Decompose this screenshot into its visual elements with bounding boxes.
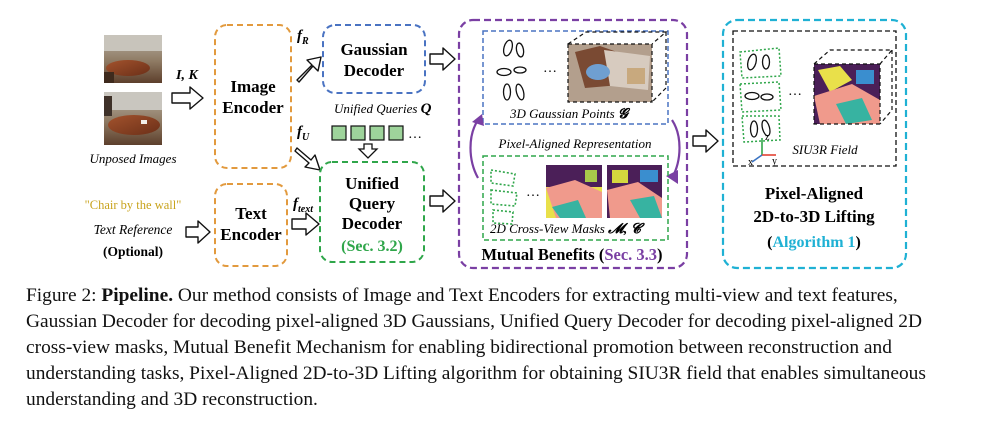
masks-ellipsis: … — [526, 185, 540, 200]
feature-fU-label: fU — [297, 124, 310, 143]
unified-decoder-line1: Unified — [345, 174, 399, 193]
image-encoder-box — [214, 24, 292, 169]
masks-panel — [482, 155, 669, 241]
arrow-head-down-icon — [666, 170, 678, 184]
arrow-text-to-encoder-icon — [185, 220, 211, 244]
mask-image-1 — [546, 165, 602, 218]
arrow-fR-to-gaussian-icon — [296, 56, 322, 83]
caption-text: Our method consists of Image and Text En… — [26, 285, 926, 410]
unified-query-decoder-box — [319, 161, 425, 263]
text-quote: "Chair by the wall" — [85, 198, 182, 212]
siu3r-field-label: SIU3R Field — [792, 142, 858, 157]
mutual-benefits-title: Mutual Benefits (Sec. 3.3) — [481, 245, 662, 264]
unposed-image-top — [104, 35, 162, 83]
image-encoder-line2: Encoder — [222, 98, 284, 117]
unified-decoder-line2: Query — [349, 194, 396, 213]
arrow-head-up-icon — [472, 114, 484, 126]
arrow-queries-down-icon — [357, 143, 379, 159]
gaussian-points-label: 3D Gaussian Points 𝓖 — [509, 106, 631, 122]
feature-fR-label: fR — [297, 28, 309, 47]
arrow-ftext-to-unified-icon — [291, 212, 320, 236]
gaussian-decoder-box — [322, 24, 426, 94]
axis-z-label: z — [765, 132, 770, 143]
pixel-aligned-representation-label: Pixel-Aligned Representation — [498, 136, 652, 151]
arrow-mutual-to-lifting-icon — [692, 129, 719, 153]
gaussian-decoder-line1: Gaussian — [340, 40, 408, 59]
lifting-title-line2: 2D-to-3D Lifting — [753, 207, 875, 226]
caption-bold: Pipeline. — [101, 285, 174, 306]
optional-label: (Optional) — [103, 244, 163, 259]
algorithm-ref: (Algorithm 1) — [767, 234, 861, 251]
mask-image-2 — [607, 165, 662, 218]
arrow-images-to-encoder-icon — [171, 86, 204, 110]
siu3r-field-cube — [813, 49, 894, 125]
image-encoder-line1: Image — [230, 77, 276, 96]
caption-prefix: Figure 2: — [26, 285, 102, 306]
masks-label: 2D Cross-View Masks 𝓜, 𝓒 — [490, 221, 646, 237]
unposed-image-bottom — [104, 92, 162, 145]
xyz-axes-icon — [751, 138, 776, 163]
arrow-unified-to-mutual-icon — [429, 189, 456, 213]
text-encoder-line2: Encoder — [220, 225, 282, 244]
unified-queries-ellipsis: … — [408, 127, 422, 142]
gaussian-ellipses-icon — [496, 39, 527, 101]
figure-caption: Figure 2: Pipeline. Our method consists … — [26, 283, 971, 413]
arrow-gaussian-to-mutual-icon — [429, 47, 456, 71]
axis-y-label: y — [772, 156, 777, 167]
lifting-ellipsis: … — [788, 84, 802, 99]
gaussian-points-panel — [482, 30, 669, 125]
axis-x-label: x — [748, 157, 753, 168]
text-encoder-line1: Text — [235, 204, 267, 223]
arrow-fU-to-unified-icon — [294, 147, 321, 171]
feature-ftext-label: ftext — [293, 196, 314, 215]
unified-decoder-line3: Decoder — [342, 214, 403, 233]
unified-queries-label: Unified Queries Q — [334, 101, 432, 117]
ik-label: I, K — [175, 68, 199, 83]
text-reference-label: Text Reference — [94, 222, 173, 237]
lifting-title-line1: Pixel-Aligned — [765, 184, 864, 203]
unified-queries-squares — [331, 125, 404, 141]
pipeline-diagram: Unposed Images I, K "Chair by the wall" … — [85, 18, 908, 270]
unposed-images-label: Unposed Images — [89, 151, 176, 166]
mutual-benefits-box — [457, 18, 689, 270]
gaussian-decoder-line2: Decoder — [344, 61, 405, 80]
mask-outlines-icon — [490, 169, 518, 225]
lifting-box — [721, 18, 908, 270]
text-encoder-box — [214, 183, 288, 267]
lifted-gaussians-icon — [739, 47, 782, 143]
unified-decoder-ref: (Sec. 3.2) — [341, 238, 403, 255]
siu3r-field-panel — [732, 30, 897, 167]
gaussian-cube — [567, 31, 668, 103]
gaussian-points-ellipsis: … — [543, 61, 557, 76]
